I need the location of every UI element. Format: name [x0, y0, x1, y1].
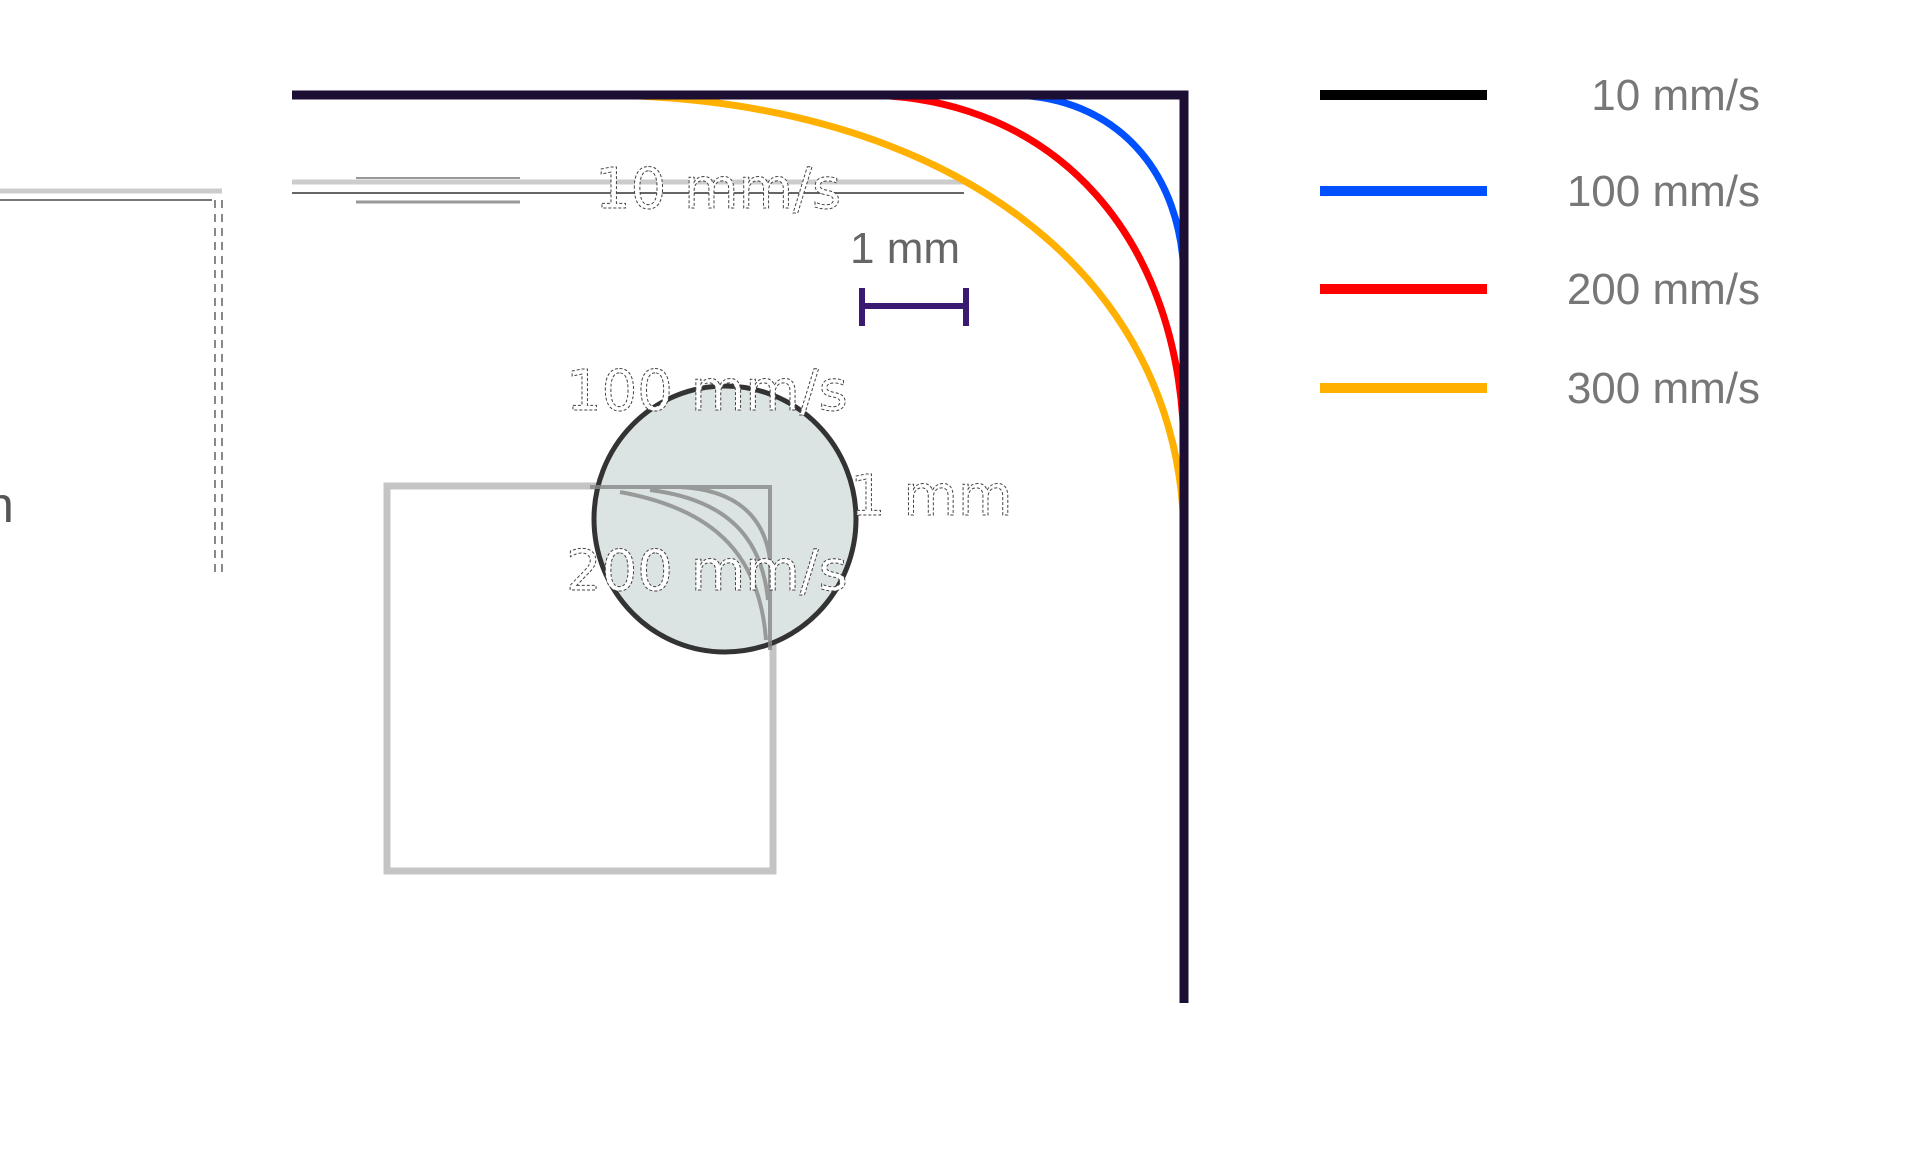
ghost-left-panel: n — [0, 188, 223, 578]
legend-item: 300 mm/s — [1320, 364, 1760, 413]
path-curve-100-mm-s — [1008, 91, 1188, 284]
legend-item: 100 mm/s — [1320, 167, 1760, 216]
legend-item: 200 mm/s — [1320, 265, 1760, 314]
legend-label: 300 mm/s — [1567, 364, 1760, 413]
scale-bar: 1 mm — [850, 224, 969, 326]
magnifier-inner-curves — [590, 485, 772, 650]
legend-label: 200 mm/s — [1567, 265, 1760, 314]
ghost-label-100: 100 mm/s — [566, 359, 848, 424]
ghost-label-200: 200 mm/s — [566, 539, 848, 604]
ghost-lines — [292, 177, 964, 204]
legend-item: 10 mm/s — [1320, 71, 1760, 120]
path-curve-10-mm-s — [292, 90, 1189, 1003]
ghost-label-10: 10 mm/s — [595, 157, 841, 222]
ghost-label-scale: 1 mm — [850, 464, 1013, 529]
inset-square — [383, 482, 777, 875]
path-curve-300-mm-s — [590, 91, 1188, 542]
path-curve-200-mm-s — [861, 91, 1188, 456]
legend: 10 mm/s 100 mm/s 200 mm/s 300 mm/s — [1320, 71, 1760, 413]
magnifier-circle — [591, 383, 859, 655]
legend-label: 10 mm/s — [1591, 71, 1760, 120]
ghost-edge-fragment: n — [0, 477, 14, 533]
scale-bar-label: 1 mm — [850, 224, 960, 273]
legend-label: 100 mm/s — [1567, 167, 1760, 216]
